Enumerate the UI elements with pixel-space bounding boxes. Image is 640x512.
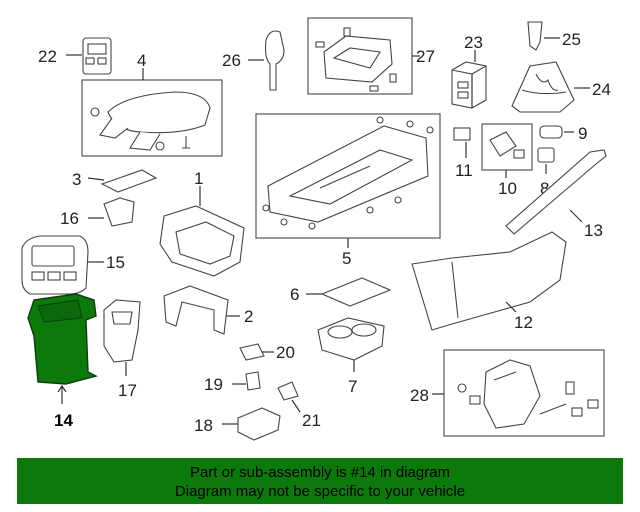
callout-22: 22 [38,47,57,66]
part-13-trim[interactable] [505,149,607,235]
callout-1: 1 [194,169,203,188]
part-24-boot[interactable] [511,61,575,113]
callout-7: 7 [348,377,357,396]
part-5-console[interactable] [262,116,434,230]
callout-26: 26 [222,51,241,70]
part-8-clip[interactable] [537,147,555,163]
callout-13: 13 [584,221,603,240]
part-14-bezel-highlighted[interactable] [27,293,98,385]
part-18-switch[interactable] [237,407,281,441]
part-1-panel[interactable] [159,205,245,277]
callout-20: 20 [276,343,295,362]
part-19-clip[interactable] [245,371,261,391]
callout-18: 18 [194,416,213,435]
part-28-shifter-assembly[interactable] [457,359,599,429]
callout-24: 24 [592,80,611,99]
callout-9: 9 [578,124,587,143]
part-9-plug[interactable] [539,125,563,139]
info-banner: Part or sub-assembly is #14 in diagram D… [17,458,623,504]
part-20-clip[interactable] [239,343,265,361]
banner-line-1: Part or sub-assembly is #14 in diagram [189,464,451,481]
callout-3: 3 [72,170,81,189]
part-27-tray[interactable] [315,27,397,92]
callout-23: 23 [464,33,483,52]
part-26-shift-knob[interactable] [264,30,285,91]
callout-11: 11 [455,161,473,180]
callout-28: 28 [410,386,429,405]
callout-2: 2 [244,307,253,326]
callout-16: 16 [60,209,79,228]
callout-4: 4 [137,51,146,70]
banner-line-2: Diagram may not be specific to your vehi… [174,483,466,500]
part-2-bracket[interactable] [163,285,229,335]
part-21-clip[interactable] [277,381,299,401]
part-15-panel[interactable] [21,235,89,295]
part-16-bracket[interactable] [103,197,135,227]
callout-10: 10 [498,179,517,198]
part-6-mat[interactable] [320,277,392,307]
callout-5: 5 [342,249,351,268]
part-7-cupholder[interactable] [317,317,385,361]
callout-19: 19 [204,375,223,394]
part-4-armrest[interactable] [90,91,211,151]
callout-12: 12 [514,313,533,332]
part-10-clip[interactable] [489,131,525,159]
callout-15: 15 [106,253,125,272]
callout-14: 14 [54,411,73,430]
part-11-clip[interactable] [453,127,471,141]
part-3-pad[interactable] [100,169,158,193]
callout-6: 6 [290,285,299,304]
part-23-switch[interactable] [451,61,487,109]
callout-25: 25 [562,30,581,49]
part-17-duct[interactable] [103,299,141,363]
part-22-switch[interactable] [82,37,112,75]
callout-8: 8 [540,179,549,198]
part-25-knob[interactable] [527,21,543,51]
part-12-side-panel[interactable] [411,231,567,331]
callout-21: 21 [302,411,321,430]
callout-27: 27 [416,47,435,66]
callout-17: 17 [118,381,137,400]
